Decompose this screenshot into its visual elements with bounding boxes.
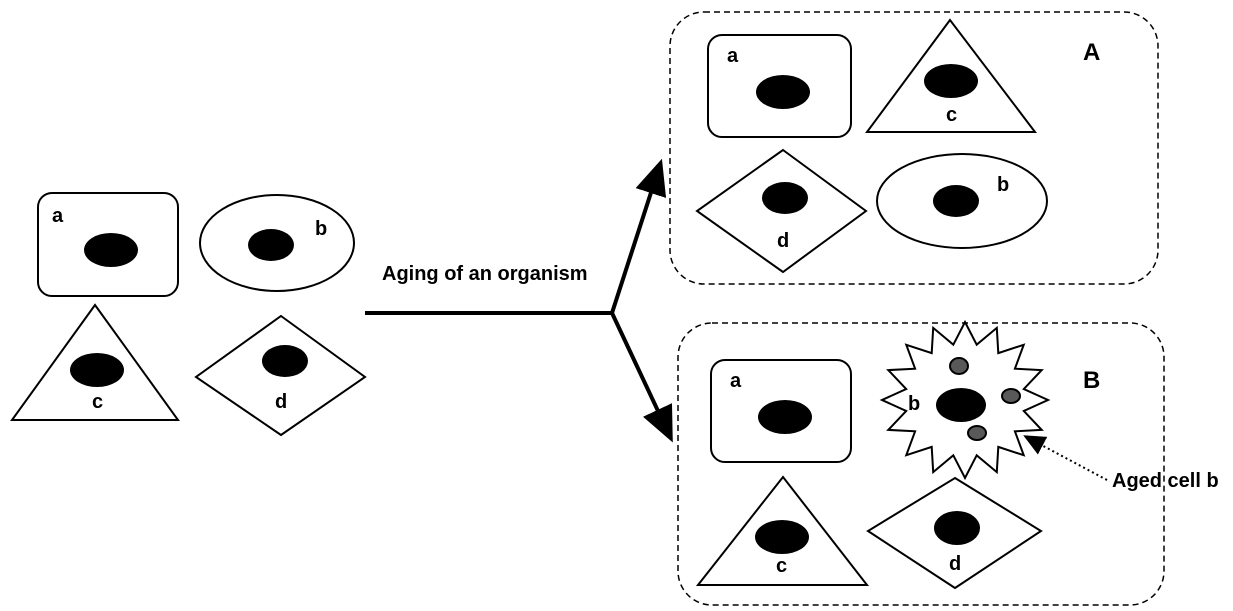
outcome-a-label: A <box>1083 39 1100 66</box>
cell-b-label: b <box>997 174 1009 196</box>
cell-c-nucleus <box>924 64 978 98</box>
arrow-to-outcome-a <box>610 158 667 314</box>
outcome-a-border <box>669 11 1159 285</box>
outcome-b-panel: B a b c d <box>677 319 1165 606</box>
outcome-b-label: B <box>1083 367 1100 394</box>
process-label: Aging of an organism <box>382 263 588 285</box>
aged-cell-callout: Aged cell b <box>1112 470 1219 492</box>
cell-c-label: c <box>946 104 957 126</box>
cell-d-nucleus <box>262 345 308 377</box>
cell-c-label: c <box>92 391 103 413</box>
cell-d-label: d <box>275 391 287 413</box>
cell-c-label: c <box>776 555 787 577</box>
cell-b-original: b <box>199 194 355 292</box>
cell-c-panel-b: c <box>695 475 870 586</box>
cell-a-nucleus <box>84 233 138 267</box>
cell-a-nucleus <box>756 75 810 109</box>
cell-d-panel-b: d <box>866 476 1043 590</box>
cell-a-label: a <box>52 205 64 227</box>
aged-cell-b: b <box>879 319 1051 481</box>
cell-b-panel-a: b <box>876 153 1048 249</box>
cell-a-original: a <box>37 192 179 297</box>
cell-d-nucleus <box>934 511 980 545</box>
cell-a-label: a <box>727 45 739 67</box>
cell-c-panel-a: c <box>865 18 1038 133</box>
arrow-to-outcome-b <box>610 312 673 443</box>
cell-a-label: a <box>730 370 742 392</box>
aged-cell-b-granule <box>949 357 969 375</box>
outcome-a-panel: A a c d b <box>669 11 1159 285</box>
aged-cell-b-nucleus <box>936 388 986 422</box>
aged-cell-b-granule <box>967 425 987 441</box>
cell-c-nucleus <box>755 520 809 554</box>
cell-d-label: d <box>777 230 789 252</box>
cell-b-nucleus <box>248 229 294 261</box>
original-cells: a b c d <box>10 192 367 437</box>
cell-a-nucleus <box>758 400 812 434</box>
aged-cell-b-granule <box>1001 388 1021 404</box>
cell-a-panel-a: a <box>707 34 852 138</box>
cell-d-label: d <box>949 553 961 575</box>
cell-d-original: d <box>194 314 367 437</box>
aged-cell-pointer <box>1023 435 1108 481</box>
cell-d-panel-a: d <box>695 148 868 274</box>
cell-c-nucleus <box>70 353 124 387</box>
cell-a-panel-b: a <box>710 359 852 463</box>
cell-b-label: b <box>315 218 327 240</box>
aged-cell-b-label: b <box>908 393 920 415</box>
cell-c-original: c <box>10 303 180 421</box>
cell-d-nucleus <box>762 182 808 214</box>
cell-b-nucleus <box>933 185 979 217</box>
